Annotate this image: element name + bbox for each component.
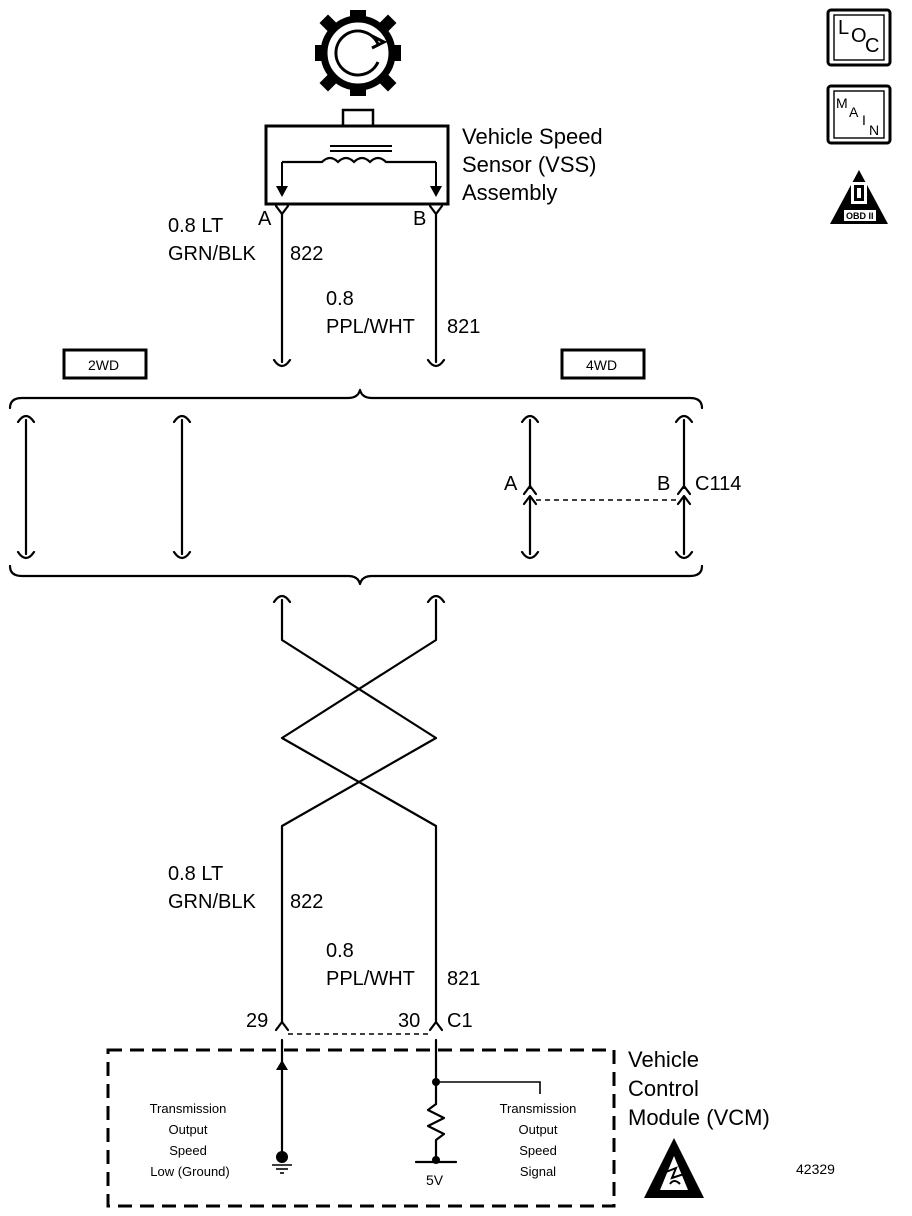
wire-822-circuit-upper: 822 — [290, 243, 323, 265]
vcm-signal-tap — [436, 1081, 541, 1094]
4wd-wire-b-upper — [674, 414, 694, 490]
main-icon-letter-n: N — [869, 122, 879, 138]
figure-number: 42329 — [796, 1161, 835, 1177]
vcm-low-label-line2: Output — [168, 1122, 207, 1137]
vss-pin-b-label: B — [413, 208, 426, 230]
wire-822-circuit-lower: 822 — [290, 891, 323, 913]
c114-pin-a-terminal-upper — [522, 484, 538, 496]
4wd-wire-a-upper — [520, 414, 540, 490]
loc-icon-letter-c: C — [865, 35, 879, 57]
vcm-pin-30-terminal — [428, 1020, 444, 1032]
vcm-low-label-line4: Low (Ground) — [150, 1164, 229, 1179]
main-icon-letter-i: I — [862, 112, 866, 128]
main-icon-letter-a: A — [849, 104, 859, 120]
vss-pin-b-terminal — [428, 204, 444, 216]
wire-822-gauge-lower: 0.8 LT — [168, 863, 223, 885]
2wd-label: 2WD — [88, 357, 119, 373]
obd-ii-icon[interactable]: OBD II — [830, 170, 888, 224]
esd-warning-icon — [644, 1138, 704, 1198]
vcm-signal-label-line4: Signal — [520, 1164, 556, 1179]
option-bracket-bottom — [8, 564, 704, 586]
wire-822-upper — [272, 212, 292, 368]
loc-icon-letter-o: O — [851, 25, 867, 47]
obd-ii-label: OBD II — [846, 211, 874, 221]
2wd-option-box — [62, 348, 148, 380]
vcm-pin-29-terminal — [274, 1020, 290, 1032]
vcm-signal-label-line2: Output — [518, 1122, 557, 1137]
vcm-low-label-line3: Speed — [169, 1143, 207, 1158]
vss-pin-a-label: A — [258, 208, 272, 230]
wire-822-color-upper: GRN/BLK — [168, 243, 256, 265]
vcm-title: Vehicle — [628, 1047, 699, 1072]
vcm-low-label-line1: Transmission — [150, 1101, 227, 1116]
vcm-5v-label: 5V — [426, 1172, 444, 1188]
wire-821-lower — [280, 594, 446, 1024]
option-bracket-top — [8, 388, 704, 410]
pull-up-resistor-icon — [426, 1102, 446, 1162]
wire-821-color-lower: PPL/WHT — [326, 968, 415, 990]
reluctor-wheel-icon — [315, 10, 401, 96]
c114-pin-b-terminal-lower — [676, 494, 692, 506]
loc-icon-letter-l: L — [838, 17, 849, 39]
c114-pin-b-label: B — [657, 473, 670, 495]
vss-title-line2: Sensor (VSS) — [462, 152, 597, 177]
c114-label: C114 — [695, 473, 741, 495]
vcm-pin-29-label: 29 — [246, 1010, 268, 1032]
vcm-pin-30-label: 30 — [398, 1010, 420, 1032]
2wd-jumper-wire-1 — [16, 414, 36, 560]
wire-822-gauge-upper: 0.8 LT — [168, 215, 223, 237]
wire-821-circuit-upper: 821 — [447, 316, 480, 338]
vss-title: Vehicle Speed — [462, 124, 603, 149]
ground-icon — [272, 1151, 292, 1174]
main-icon[interactable]: M A I N — [826, 84, 892, 145]
vss-pin-a-terminal — [274, 204, 290, 216]
vcm-title-line3: Module (VCM) — [628, 1105, 770, 1130]
wire-821-gauge-lower: 0.8 — [326, 940, 354, 962]
wire-821-circuit-lower: 821 — [447, 968, 480, 990]
wire-821-upper — [426, 212, 446, 368]
main-icon-letter-m: M — [836, 95, 848, 111]
vss-title-line3: Assembly — [462, 180, 557, 205]
vcm-title-line2: Control — [628, 1076, 699, 1101]
wire-821-color-upper: PPL/WHT — [326, 316, 415, 338]
wire-821-gauge-upper: 0.8 — [326, 288, 354, 310]
vcm-module-box — [106, 1048, 616, 1208]
vss-shaft — [341, 108, 375, 128]
c114-pin-b-terminal-upper — [676, 484, 692, 496]
vss-housing — [264, 124, 450, 206]
c114-pin-a-label: A — [504, 473, 518, 495]
vcm-signal-label-line3: Speed — [519, 1143, 557, 1158]
c114-pin-a-terminal-lower — [522, 494, 538, 506]
wire-822-color-lower: GRN/BLK — [168, 891, 256, 913]
4wd-wire-b-lower — [674, 496, 694, 560]
4wd-wire-a-lower — [520, 496, 540, 560]
4wd-label: 4WD — [586, 357, 617, 373]
2wd-jumper-wire-2 — [172, 414, 192, 560]
vcm-connector-c1-label: C1 — [447, 1010, 473, 1032]
vss-coil — [276, 145, 442, 197]
vcm-signal-label-line1: Transmission — [500, 1101, 577, 1116]
loc-icon[interactable]: L O C — [826, 8, 892, 67]
wire-822-lower — [272, 594, 438, 1024]
vcm-ground-arrow — [276, 1060, 288, 1070]
4wd-option-box — [560, 348, 646, 380]
